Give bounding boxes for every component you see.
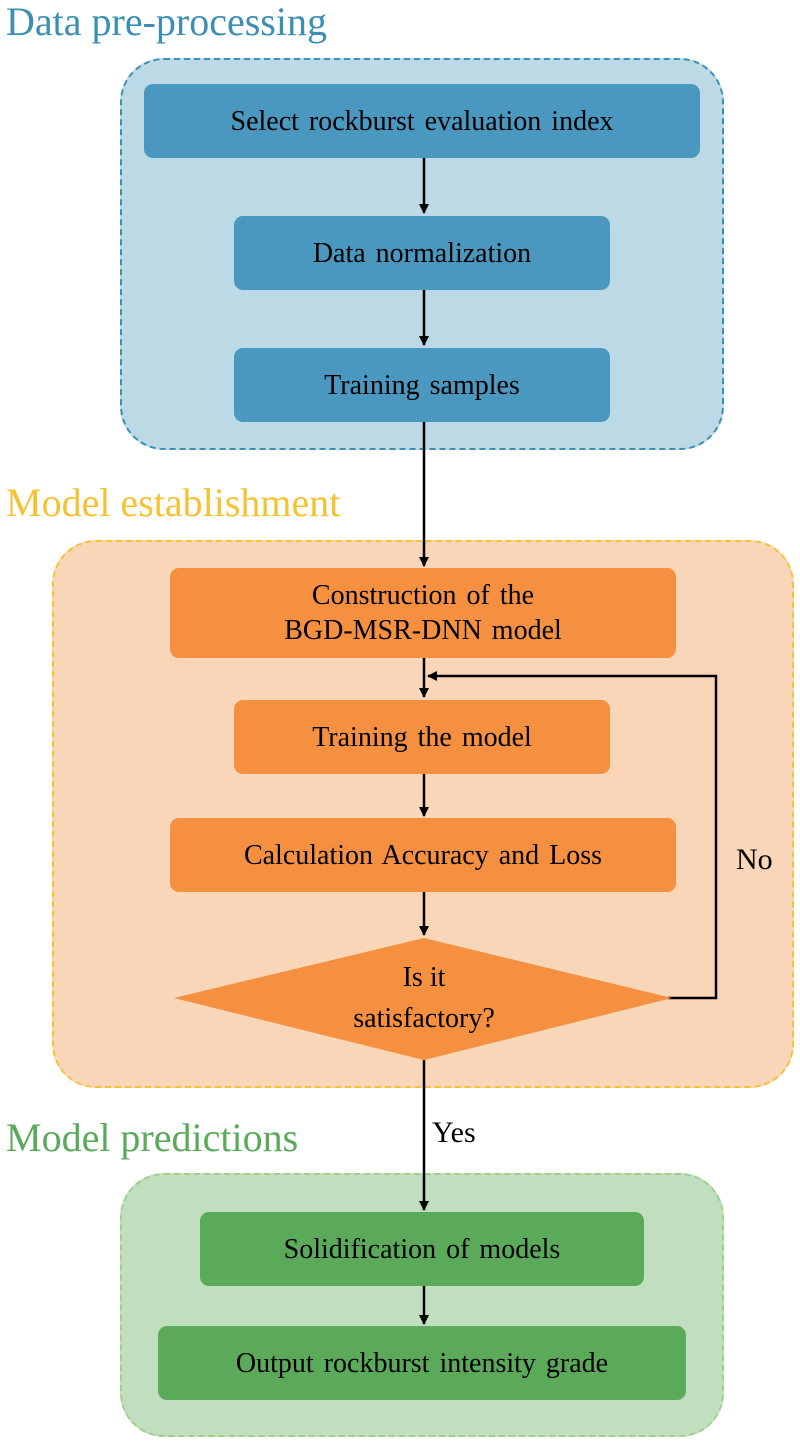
node-construction: Construction of the BGD-MSR-DNN model	[170, 568, 676, 658]
section-title-preprocessing: Data pre-processing	[6, 0, 327, 44]
node-training-model: Training the model	[234, 700, 610, 774]
edge-label-yes: Yes	[432, 1116, 476, 1149]
node-select-index: Select rockburst evaluation index	[144, 84, 700, 158]
section-title-establishment: Model establishment	[6, 480, 341, 525]
node-training-samples: Training samples	[234, 348, 610, 422]
arrow-no-loop	[427, 671, 718, 1000]
node-calc-accuracy: Calculation Accuracy and Loss	[170, 818, 676, 892]
node-solidification: Solidification of models	[200, 1212, 644, 1286]
node-output-grade: Output rockburst intensity grade	[158, 1326, 686, 1400]
edge-label-no: No	[736, 843, 773, 876]
node-data-normalization: Data normalization	[234, 216, 610, 290]
decision-text: Is it satisfactory?	[353, 962, 495, 1034]
decision-diamond	[174, 938, 672, 1060]
section-title-predictions: Model predictions	[6, 1115, 299, 1160]
